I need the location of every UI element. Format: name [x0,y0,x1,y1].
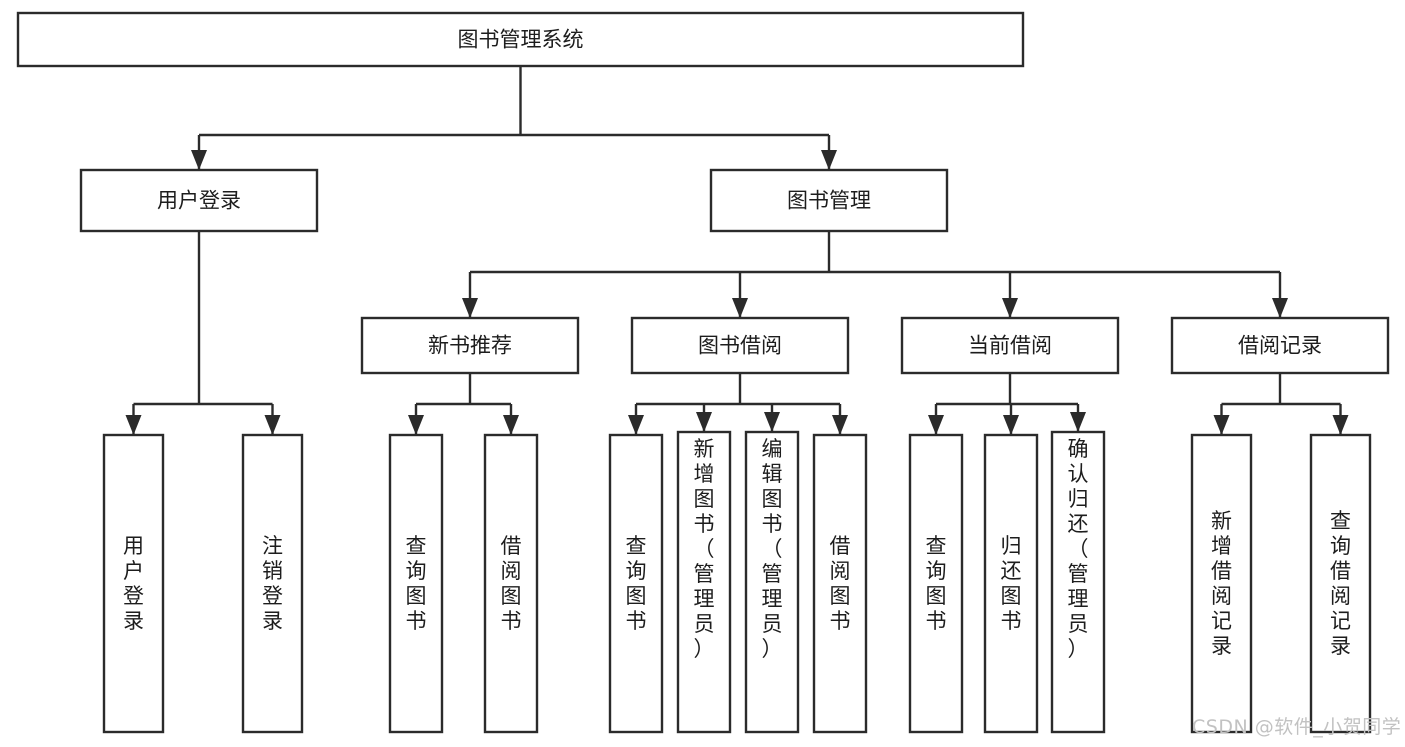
node-label: 确认归还（管理员） [1068,437,1089,661]
node-borrow[interactable]: 图书借阅 [630,316,850,375]
node-label: 借阅记录 [1238,334,1322,358]
node-leaf-edit-book[interactable]: 编辑图书（管理员） [744,430,800,734]
node-leaf-borrow-book-2[interactable]: 借阅图书 [812,433,868,734]
node-leaf-user-login[interactable]: 用户登录 [102,433,165,734]
node-label: 查询图书 [926,534,947,633]
node-bookmgmt[interactable]: 图书管理 [709,168,949,233]
node-leaf-query-book-3[interactable]: 查询图书 [908,433,964,734]
node-leaf-query-book-2[interactable]: 查询图书 [608,433,664,734]
node-leaf-user-logout[interactable]: 注销登录 [241,433,304,734]
node-label: 注销登录 [262,534,283,633]
node-leaf-return-book[interactable]: 归还图书 [983,433,1039,734]
node-newbook[interactable]: 新书推荐 [360,316,580,375]
connector-group [462,231,1288,318]
node-records[interactable]: 借阅记录 [1170,316,1390,375]
node-label: 借阅图书 [501,534,522,633]
connector-group [191,66,837,170]
node-layer: 图书管理系统用户登录图书管理新书推荐图书借阅当前借阅借阅记录用户登录注销登录查询… [16,11,1390,734]
node-label: 借阅图书 [830,534,851,633]
node-label: 图书管理 [787,189,871,213]
node-leaf-query-book-1[interactable]: 查询图书 [388,433,444,734]
node-label: 编辑图书（管理员） [762,437,783,661]
node-leaf-add-book[interactable]: 新增图书（管理员） [676,430,732,734]
node-label: 图书管理系统 [458,28,584,52]
connector-group [1213,373,1349,435]
node-login[interactable]: 用户登录 [79,168,319,233]
node-label: 查询图书 [626,534,647,633]
node-label: 新增借阅记录 [1211,509,1232,658]
node-label: 查询借阅记录 [1330,509,1351,658]
node-label: 当前借阅 [968,334,1052,358]
node-label: 图书借阅 [698,334,782,358]
node-label: 新增图书（管理员） [694,437,715,661]
node-leaf-confirm-return[interactable]: 确认归还（管理员） [1050,430,1106,734]
node-leaf-add-record[interactable]: 新增借阅记录 [1190,433,1253,734]
node-label: 新书推荐 [428,334,512,358]
watermark-layer: CSDN @软件_小贺同学 [1192,716,1401,738]
csdn-watermark: CSDN @软件_小贺同学 [1192,716,1401,738]
connector-group [628,373,848,435]
node-current[interactable]: 当前借阅 [900,316,1120,375]
node-leaf-query-record[interactable]: 查询借阅记录 [1309,433,1372,734]
node-leaf-borrow-book-1[interactable]: 借阅图书 [483,433,539,734]
node-label: 用户登录 [123,534,144,633]
node-label: 归还图书 [1001,534,1022,633]
connector-group [928,373,1086,435]
node-root[interactable]: 图书管理系统 [16,11,1025,68]
connector-group [408,373,519,435]
connector-group [125,231,281,435]
connector-layer [125,66,1349,435]
node-label: 用户登录 [157,189,241,213]
node-label: 查询图书 [406,534,427,633]
